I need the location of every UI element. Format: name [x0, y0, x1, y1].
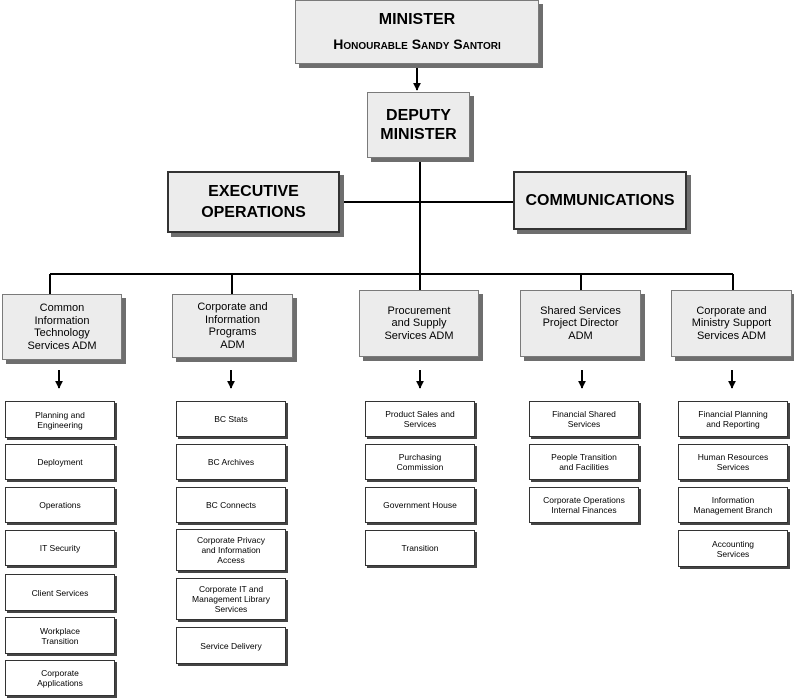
unit-it-security: IT Security	[5, 530, 115, 566]
unit-government-house: Government House	[365, 487, 475, 523]
division-label: Corporate and Ministry Support Services …	[691, 304, 772, 342]
unit-bc-archives: BC Archives	[176, 444, 286, 480]
division-label: Common Information Technology Services A…	[27, 302, 97, 352]
unit-corporate-privacy: Corporate Privacy and Information Access	[176, 529, 286, 571]
deputy-minister-box: DEPUTY MINISTER	[367, 92, 470, 158]
unit-bc-connects: BC Connects	[176, 487, 286, 523]
unit-corporate-it-library: Corporate IT and Management Library Serv…	[176, 578, 286, 620]
minister-box: MINISTER Honourable Sandy Santori	[295, 0, 539, 64]
unit-planning-engineering: Planning and Engineering	[5, 401, 115, 438]
unit-information-management: Information Management Branch	[678, 487, 788, 523]
unit-people-transition: People Transition and Facilities	[529, 444, 639, 480]
unit-service-delivery: Service Delivery	[176, 627, 286, 664]
unit-bc-stats: BC Stats	[176, 401, 286, 437]
unit-client-services: Client Services	[5, 574, 115, 611]
unit-financial-shared-services: Financial Shared Services	[529, 401, 639, 437]
unit-operations: Operations	[5, 487, 115, 523]
executive-operations-label: EXECUTIVE OPERATIONS	[201, 183, 306, 221]
unit-product-sales: Product Sales and Services	[365, 401, 475, 437]
unit-financial-planning: Financial Planning and Reporting	[678, 401, 788, 437]
division-box-ministry-support: Corporate and Ministry Support Services …	[671, 290, 792, 357]
communications-box: COMMUNICATIONS	[513, 171, 687, 230]
division-box-corporate-information: Corporate and Information Programs ADM	[172, 294, 293, 358]
unit-human-resources: Human Resources Services	[678, 444, 788, 480]
unit-purchasing-commission: Purchasing Commission	[365, 444, 475, 480]
minister-title: MINISTER	[378, 11, 456, 28]
division-label: Corporate and Information Programs ADM	[197, 301, 268, 351]
unit-deployment: Deployment	[5, 444, 115, 480]
unit-workplace-transition: Workplace Transition	[5, 617, 115, 654]
minister-name: Honourable Sandy Santori	[333, 36, 501, 52]
unit-transition: Transition	[365, 530, 475, 566]
division-box-shared-services: Shared Services Project Director ADM	[520, 290, 641, 357]
division-box-common-it: Common Information Technology Services A…	[2, 294, 122, 360]
communications-label: COMMUNICATIONS	[525, 192, 675, 209]
executive-operations-box: EXECUTIVE OPERATIONS	[167, 171, 340, 233]
unit-corporate-applications: Corporate Applications	[5, 660, 115, 696]
division-label: Procurement and Supply Services ADM	[384, 304, 454, 342]
deputy-minister-title: DEPUTY MINISTER	[380, 107, 457, 143]
unit-corporate-operations: Corporate Operations Internal Finances	[529, 487, 639, 523]
division-label: Shared Services Project Director ADM	[540, 304, 621, 342]
unit-accounting-services: Accounting Services	[678, 530, 788, 567]
division-box-procurement: Procurement and Supply Services ADM	[359, 290, 479, 357]
